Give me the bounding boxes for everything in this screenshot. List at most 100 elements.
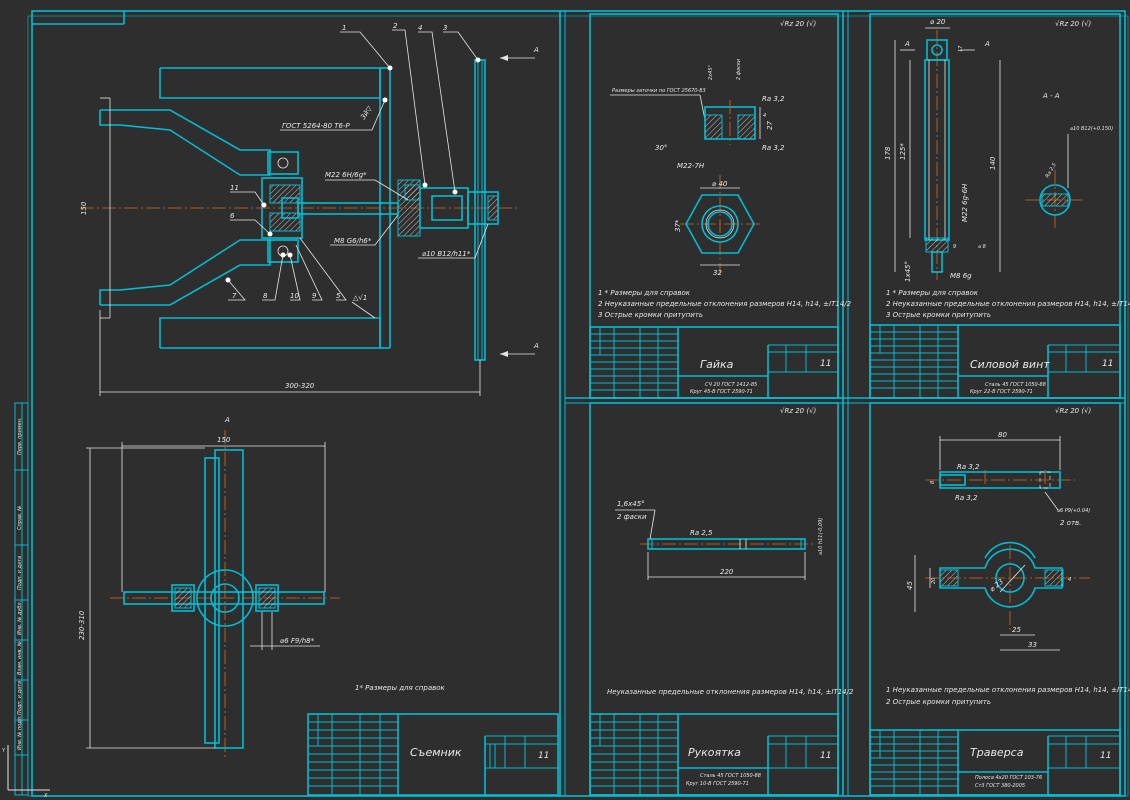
svg-text:Ra 3,2: Ra 3,2: [762, 95, 785, 103]
svg-text:1 Неуказанные предельные откло: 1 Неуказанные предельные отклонения разм…: [886, 686, 1130, 694]
svg-text:Ra 2,5: Ra 2,5: [1045, 162, 1058, 179]
svg-text:Круг 10-В ГОСТ 2590-71: Круг 10-В ГОСТ 2590-71: [686, 781, 749, 787]
svg-text:1: 1: [342, 24, 346, 32]
svg-text:11: 11: [1102, 359, 1113, 369]
svg-text:⌀ 23: ⌀ 23: [988, 578, 1005, 594]
svg-text:⌀10 h11(-0,09): ⌀10 h11(-0,09): [818, 518, 824, 555]
svg-text:⌀6 F9/h8*: ⌀6 F9/h8*: [280, 637, 315, 645]
svg-text:37*: 37*: [674, 219, 682, 232]
svg-text:178: 178: [884, 146, 892, 160]
svg-text:A: A: [533, 46, 539, 54]
nut-title-block: Гайка 11 СЧ 20 ГОСТ 1412-85 Круг 45-В ГО…: [589, 326, 839, 399]
svg-text:A: A: [533, 342, 539, 350]
assembly-view-a[interactable]: A 150 230-310 ⌀6 F9/h8* 1* Размеры для с…: [78, 416, 446, 760]
svg-text:M22 6g-6H: M22 6g-6H: [961, 183, 969, 222]
svg-text:√Rz 20 (√): √Rz 20 (√): [1055, 20, 1092, 28]
svg-text:Ra 3,2: Ra 3,2: [955, 494, 978, 502]
svg-text:2х45°: 2х45°: [708, 64, 714, 80]
svg-text:Ra 3,2: Ra 3,2: [957, 463, 980, 471]
svg-text:2 фаски: 2 фаски: [617, 513, 647, 521]
svg-text:4: 4: [763, 113, 766, 119]
svg-text:⌀ 20: ⌀ 20: [930, 18, 946, 26]
svg-text:1х45°: 1х45°: [904, 261, 912, 282]
svg-text:M8 6g: M8 6g: [950, 272, 972, 280]
handle-title-block: Рукоятка 11 Сталь 45 ГОСТ 1050-88 Круг 1…: [589, 713, 839, 796]
svg-text:√Rz 20 (√): √Rz 20 (√): [1055, 407, 1092, 415]
svg-text:140: 140: [989, 156, 997, 170]
svg-text:Y: Y: [2, 748, 6, 754]
svg-text:6: 6: [230, 212, 235, 220]
svg-text:Перв. примен.: Перв. примен.: [17, 417, 23, 455]
svg-text:Инв. № дубл.: Инв. № дубл.: [17, 601, 23, 635]
svg-text:Силовой винт: Силовой винт: [970, 358, 1050, 371]
svg-text:45: 45: [906, 581, 914, 590]
sheet-frames: [14, 10, 1129, 797]
svg-text:4: 4: [418, 24, 422, 32]
svg-text:СЧ 20 ГОСТ 1412-85: СЧ 20 ГОСТ 1412-85: [705, 382, 757, 388]
svg-text:⌀10 B12/h11*: ⌀10 B12/h11*: [422, 250, 471, 258]
svg-text:9: 9: [312, 292, 317, 300]
svg-text:M22 6H/6g*: M22 6H/6g*: [325, 171, 367, 179]
traverse-drawing[interactable]: √Rz 20 (√) Ra 3,2 Ra 3,2 8 80 ⌀6 P9(+0.0…: [886, 407, 1130, 706]
svg-text:Ra 2,5: Ra 2,5: [690, 529, 713, 537]
left-strip-labels: Перв. примен. Справ. № Подп. и дата Инв.…: [17, 417, 23, 750]
svg-text:√Rz 20 (√): √Rz 20 (√): [780, 407, 817, 415]
svg-text:ГОСТ 5264-80 Т6-Р: ГОСТ 5264-80 Т6-Р: [282, 122, 351, 130]
svg-text:2 фаски: 2 фаски: [736, 58, 742, 80]
svg-text:11: 11: [820, 359, 831, 369]
handle-drawing[interactable]: √Rz 20 (√) Ra 2,5 1,6х45° 2 фаски ⌀10 h1…: [607, 407, 854, 696]
svg-text:1* Размеры для справок: 1* Размеры для справок: [355, 684, 446, 692]
svg-text:Справ. №: Справ. №: [17, 506, 23, 530]
svg-text:A: A: [224, 416, 230, 424]
svg-text:Гайка: Гайка: [700, 358, 734, 371]
svg-text:Подп. и дата: Подп. и дата: [17, 556, 23, 590]
svg-text:32: 32: [713, 269, 722, 277]
ucs-icon: X Y: [2, 745, 50, 799]
traverse-title-block: Траверса 11 Полоса 4х20 ГОСТ 103-76 Ст3 …: [869, 729, 1121, 796]
nut-drawing[interactable]: √Rz 20 (√) Размеры заточки по ГОСТ 25670…: [598, 20, 852, 319]
svg-text:1 * Размеры для справок: 1 * Размеры для справок: [886, 289, 979, 297]
svg-text:Инв. № подл.: Инв. № подл.: [17, 716, 23, 751]
svg-text:230-310: 230-310: [78, 610, 86, 640]
svg-text:11: 11: [1100, 751, 1111, 761]
svg-text:Размеры заточки по ГОСТ 25670-: Размеры заточки по ГОСТ 25670-83: [612, 88, 706, 94]
svg-text:2 Неуказанные предельные откло: 2 Неуказанные предельные отклонения разм…: [598, 300, 852, 308]
svg-text:25: 25: [1012, 626, 1021, 634]
svg-text:7: 7: [232, 292, 237, 300]
svg-text:5: 5: [336, 292, 341, 300]
svg-text:3 Острые кромки притупить: 3 Острые кромки притупить: [598, 311, 703, 319]
main-title-block: Съемник 11: [307, 713, 559, 796]
svg-text:300-320: 300-320: [285, 382, 315, 390]
screw-drawing[interactable]: √Rz 20 (√) ⌀ 20 17 178 125* 140 M22 6g-6…: [884, 18, 1130, 319]
svg-text:27: 27: [766, 121, 774, 130]
svg-text:А: А: [904, 40, 910, 48]
svg-text:150: 150: [80, 201, 88, 215]
svg-text:11: 11: [820, 751, 831, 761]
svg-text:⌀10 B12(+0.150): ⌀10 B12(+0.150): [1070, 126, 1113, 132]
svg-text:Круг 45-В ГОСТ 2590-71: Круг 45-В ГОСТ 2590-71: [690, 389, 753, 395]
svg-text:△√1: △√1: [353, 294, 367, 302]
svg-text:Полоса 4х20 ГОСТ 103-76: Полоса 4х20 ГОСТ 103-76: [975, 775, 1042, 781]
svg-text:Ст3 ГОСТ 380-2005: Ст3 ГОСТ 380-2005: [975, 783, 1025, 789]
svg-text:Съемник: Съемник: [410, 746, 462, 759]
svg-text:2 Острые кромки притупить: 2 Острые кромки притупить: [886, 698, 991, 706]
svg-text:M8 G6/h6*: M8 G6/h6*: [334, 237, 372, 245]
svg-text:A - A: A - A: [1042, 92, 1060, 100]
svg-text:√Rz 20 (√): √Rz 20 (√): [780, 20, 817, 28]
svg-text:11: 11: [230, 184, 239, 192]
svg-text:2 Неуказанные предельные откло: 2 Неуказанные предельные отклонения разм…: [886, 300, 1130, 308]
svg-text:⌀6 P9(+0.04): ⌀6 P9(+0.04): [1057, 508, 1090, 514]
svg-text:30°: 30°: [655, 144, 667, 152]
svg-text:X: X: [43, 793, 48, 799]
svg-text:Круг 22-В ГОСТ 2590-71: Круг 22-В ГОСТ 2590-71: [970, 389, 1033, 395]
svg-text:Сталь 45 ГОСТ 1050-88: Сталь 45 ГОСТ 1050-88: [700, 773, 761, 779]
svg-text:1,6х45°: 1,6х45°: [617, 500, 645, 508]
svg-text:2: 2: [393, 22, 398, 30]
assembly-front-view[interactable]: 150 300-320 A A 1 2 4 3 11 6 7: [80, 22, 539, 396]
svg-text:125*: 125*: [899, 143, 907, 160]
svg-text:Ra 3,2: Ra 3,2: [762, 144, 785, 152]
svg-text:3 Острые кромки притупить: 3 Острые кромки притупить: [886, 311, 991, 319]
svg-text:Взам. инв. №: Взам. инв. №: [17, 641, 23, 675]
